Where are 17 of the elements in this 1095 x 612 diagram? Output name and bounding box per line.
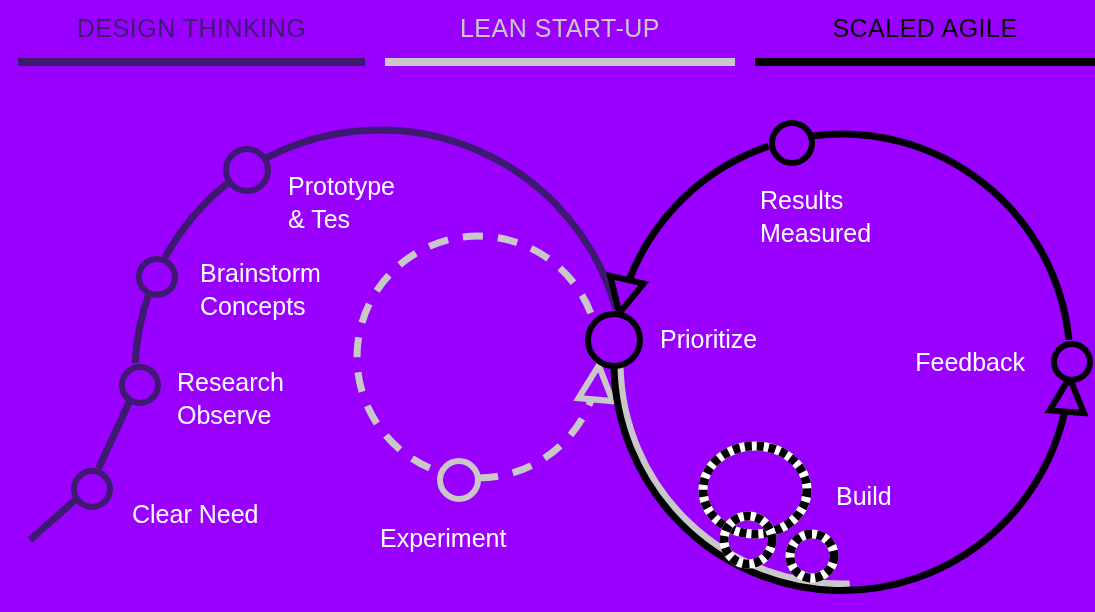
step-label: Build bbox=[836, 481, 892, 512]
connector-line bbox=[811, 130, 1073, 341]
step-label: Research Observe bbox=[177, 367, 285, 431]
step-label: Feedback bbox=[914, 347, 1025, 378]
section-heading: DESIGN THINKING bbox=[75, 14, 308, 43]
section-heading: SCALED AGILE bbox=[831, 14, 1019, 43]
connector-line bbox=[27, 497, 78, 543]
step-label: Prototype & Tes bbox=[288, 171, 396, 235]
section-heading: LEAN START-UP bbox=[458, 14, 662, 43]
step-label: Prioritize bbox=[660, 324, 759, 355]
connector-line bbox=[162, 180, 230, 260]
step-label: Experiment bbox=[380, 523, 508, 554]
connector-line bbox=[95, 399, 133, 471]
connector-line bbox=[131, 293, 153, 364]
step-label: Clear Need bbox=[132, 499, 260, 530]
step-label: Brainstorm Concepts bbox=[200, 258, 322, 322]
step-label: Results Measured bbox=[760, 185, 873, 249]
